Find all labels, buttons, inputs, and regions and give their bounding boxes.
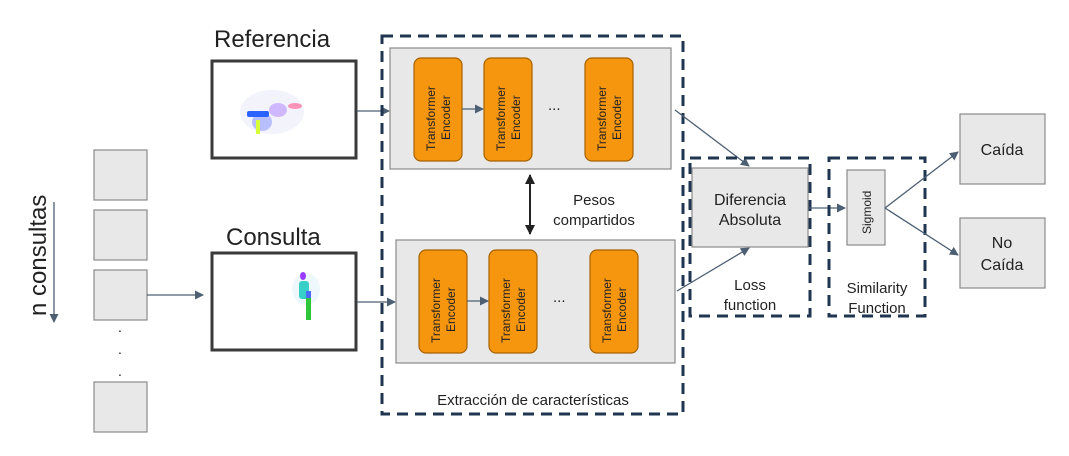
encoder-bottom-1-line2: Encoder <box>444 287 458 332</box>
encoder-top-1-line1: Transformer <box>424 86 438 151</box>
encoder-bottom-1-line1: Transformer <box>429 278 443 343</box>
query-image <box>210 251 358 352</box>
sigmoid-box: Sigmoid <box>846 169 886 246</box>
encoder-top-2: Transformer Encoder <box>483 57 533 162</box>
sigmoid-to-no-caida-arrow <box>884 207 959 256</box>
reference-figure-hand <box>288 103 302 109</box>
query-box-n <box>93 381 148 433</box>
encoder-top-3-line2: Encoder <box>610 95 624 140</box>
diferencia-line2: Absoluta <box>719 212 781 229</box>
query-figure-arm <box>306 291 311 300</box>
encoder-top-1: Transformer Encoder <box>413 57 463 162</box>
pesos-line1: Pesos <box>573 192 615 209</box>
encoder-bottom-2-line2: Encoder <box>514 287 528 332</box>
no-caida-line2: Caída <box>981 257 1024 274</box>
query-stack: . . . <box>93 149 148 433</box>
stack-dot-1: . <box>118 319 122 335</box>
encoder-top-3: Transformer Encoder <box>584 57 634 162</box>
consulta-label: Consulta <box>226 224 321 251</box>
encoder-top-2-line2: Encoder <box>509 95 523 140</box>
referencia-label: Referencia <box>214 26 331 53</box>
encoder-bottom-2-line1: Transformer <box>499 278 513 343</box>
encoder-top-3-line1: Transformer <box>595 86 609 151</box>
similarity-line2: Function <box>848 300 906 317</box>
encoder-bottom-3-line2: Encoder <box>615 287 629 332</box>
encoder-bottom-2: Transformer Encoder <box>488 249 538 354</box>
feature-extraction-frame <box>380 34 685 416</box>
sigmoid-to-caida-arrow <box>884 151 959 209</box>
sigmoid-label: Sigmoid <box>860 191 874 234</box>
encoder-top-1-line2: Encoder <box>439 95 453 140</box>
encoder-panel-top: Transformer Encoder Transformer Encoder … <box>389 47 672 170</box>
diferencia-line1: Diferencia <box>714 192 786 209</box>
reference-figure-head <box>269 103 287 117</box>
stack-dot-2: . <box>118 341 122 357</box>
no-caida-box: No Caída <box>959 217 1046 289</box>
similarity-line1: Similarity <box>847 280 908 297</box>
loss-line2: function <box>724 297 777 314</box>
query-figure-leg <box>306 298 311 320</box>
loss-function-frame <box>688 156 812 318</box>
query-box-2 <box>93 209 148 261</box>
caida-box: Caída <box>959 113 1046 185</box>
caida-label: Caída <box>981 142 1024 159</box>
pesos-line2: compartidos <box>553 212 635 229</box>
extraccion-label: Extracción de características <box>437 392 629 409</box>
no-caida-line1: No <box>992 235 1013 252</box>
encoder-top-ellipsis: ... <box>548 97 561 114</box>
query-box-3 <box>93 269 148 321</box>
query-figure-head <box>300 272 306 280</box>
query-box-1 <box>93 149 148 201</box>
encoder-bottom-1: Transformer Encoder <box>418 249 468 354</box>
n-consultas-label: n consultas <box>25 195 52 316</box>
stack-dot-3: . <box>118 363 122 379</box>
encoder-bottom-3: Transformer Encoder <box>589 249 639 354</box>
reference-image <box>210 59 358 160</box>
encoder-bottom-3-line1: Transformer <box>600 278 614 343</box>
encoder-bottom-ellipsis: ... <box>553 289 566 306</box>
encoder-panel-bottom: Transformer Encoder Transformer Encoder … <box>395 239 676 364</box>
loss-line1: Loss <box>734 277 766 294</box>
reference-figure-arm <box>247 111 269 117</box>
encoder-top-2-line1: Transformer <box>494 86 508 151</box>
diferencia-absoluta-box: Diferencia Absoluta <box>691 167 809 248</box>
bottom-to-diff-arrow <box>676 247 750 292</box>
reference-figure-leg <box>256 120 260 134</box>
